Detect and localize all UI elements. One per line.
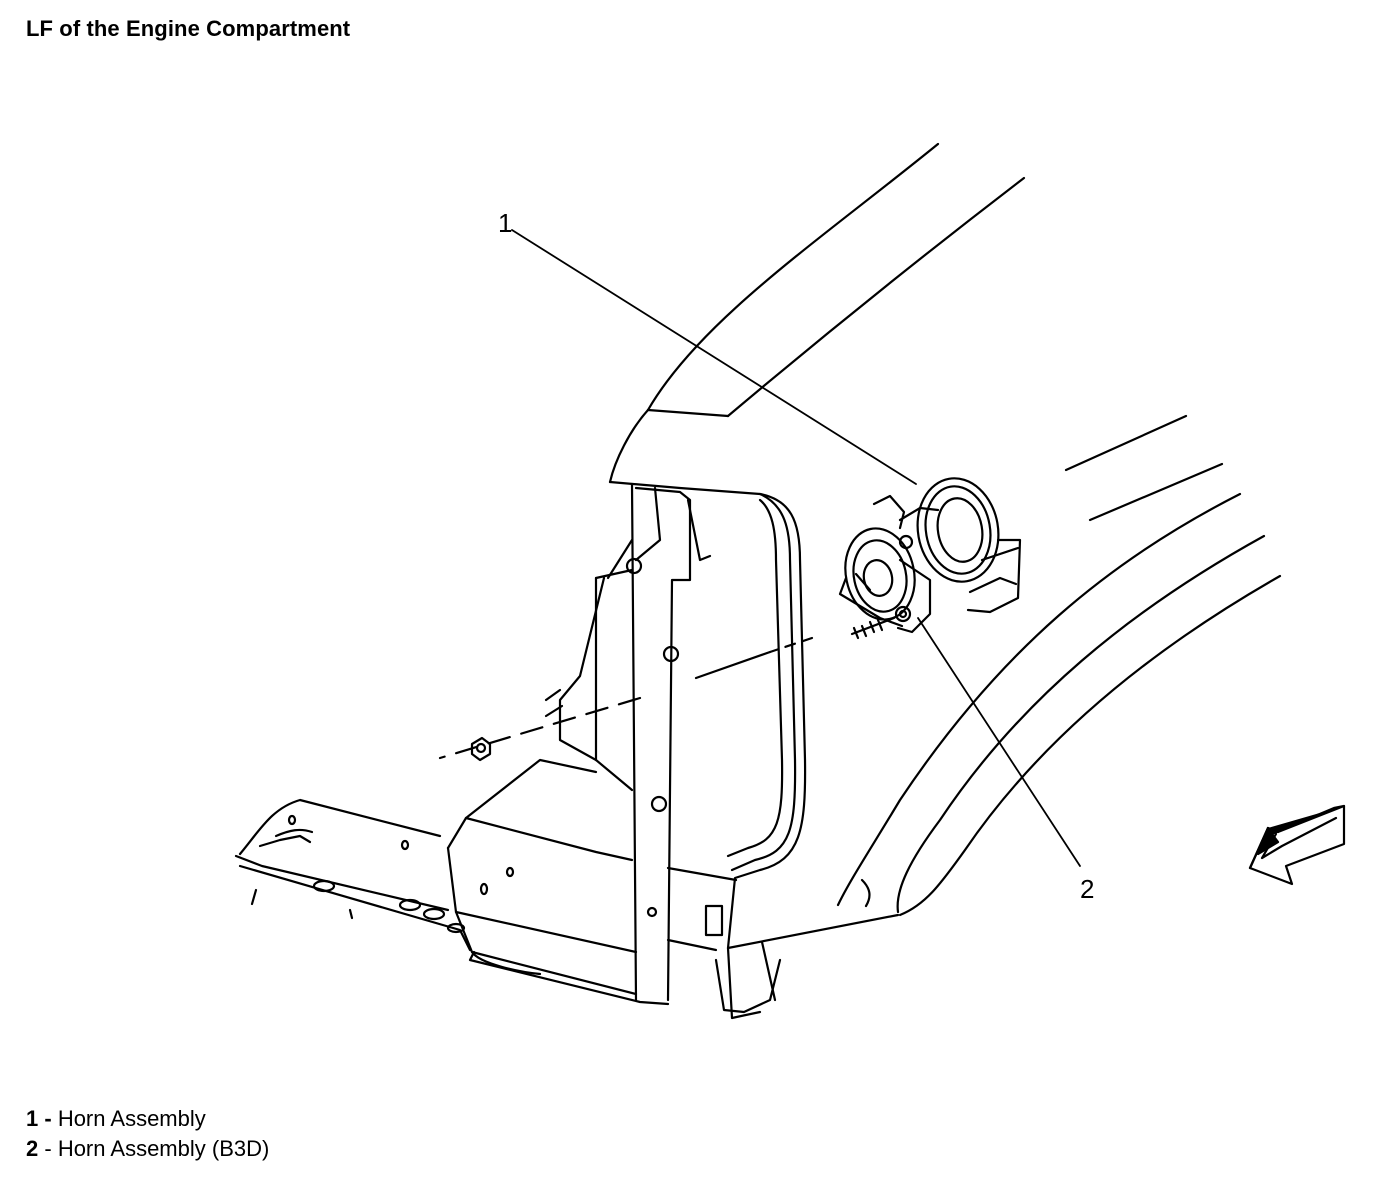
mounting-bolt (438, 616, 896, 762)
front-direction-arrow-icon (1248, 804, 1346, 886)
legend-item-2-label: Horn Assembly (B3D) (57, 1136, 270, 1161)
legend-item-1-label: Horn Assembly (57, 1106, 206, 1131)
legend-item-1-number: 1 (26, 1106, 39, 1131)
hood-edges (608, 142, 1026, 484)
lower-shroud (446, 758, 670, 1006)
callout-leaders (511, 229, 1081, 867)
callout-2-label: 2 (1080, 874, 1094, 904)
front-crossmember (234, 798, 472, 952)
legend-item-2-number: 2 (26, 1136, 39, 1161)
legend-item-1: 1 - Horn Assembly (26, 1104, 269, 1134)
callout-1-label: 1 (498, 208, 512, 238)
radiator-support (544, 480, 900, 1020)
legend: 1 - Horn Assembly 2 - Horn Assembly (B3D… (26, 1104, 269, 1164)
legend-item-2-separator: - (38, 1136, 58, 1161)
page-title: LF of the Engine Compartment (26, 16, 351, 41)
legend-item-1-separator: - (38, 1106, 58, 1131)
horn-assembly-1 (872, 477, 1022, 614)
fender-lines (836, 414, 1282, 917)
legend-item-2: 2 - Horn Assembly (B3D) (26, 1134, 269, 1164)
horn-assembly-2 (838, 527, 932, 634)
